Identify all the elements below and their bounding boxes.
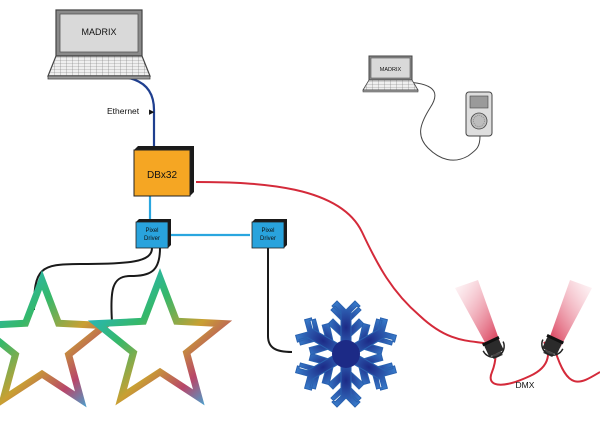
- ethernet-arrow-icon: ▶: [149, 109, 155, 116]
- media-player-icon: [465, 91, 493, 137]
- pixel-driver-2-label-line2: Driver: [260, 236, 276, 242]
- dmx-label: DMX: [516, 380, 535, 390]
- snowflake-cable: [267, 248, 293, 353]
- star-icon: [0, 270, 115, 408]
- dbx32-controller: DBx32: [133, 146, 194, 197]
- spot-beam-left: [455, 280, 500, 348]
- star1-cable: [33, 247, 153, 311]
- pixel-driver-1: Pixel Driver: [135, 219, 171, 249]
- star2-cable: [110, 247, 161, 323]
- madrix-small-laptop: MADRIX: [362, 55, 419, 93]
- spotlight-icon: [541, 334, 564, 358]
- pixel-driver-2-label-line1: Pixel: [261, 228, 274, 234]
- snowflake-icon: [294, 300, 398, 408]
- spotlight-left: [455, 280, 505, 360]
- madrix-small-label: MADRIX: [380, 67, 402, 73]
- ethernet-label: Ethernet: [107, 106, 140, 116]
- spot-beam-right: [548, 280, 592, 348]
- madrix-main-label: MADRIX: [81, 27, 116, 37]
- dmx-cable: [195, 181, 600, 386]
- pixel-driver-1-label-line2: Driver: [144, 236, 160, 242]
- dbx32-label: DBx32: [147, 170, 177, 181]
- star-icon: [87, 268, 233, 406]
- pixel-driver-1-label-line1: Pixel: [145, 228, 158, 234]
- cables: [33, 75, 600, 386]
- madrix-laptop: MADRIX: [47, 9, 151, 80]
- media-player-cable: [406, 81, 481, 161]
- pixel-driver-2: Pixel Driver: [251, 219, 287, 249]
- spotlight-icon: [482, 336, 505, 360]
- spotlight-right: [541, 280, 592, 358]
- snowflake-arm: [327, 353, 365, 408]
- snowflake-arm: [327, 300, 365, 355]
